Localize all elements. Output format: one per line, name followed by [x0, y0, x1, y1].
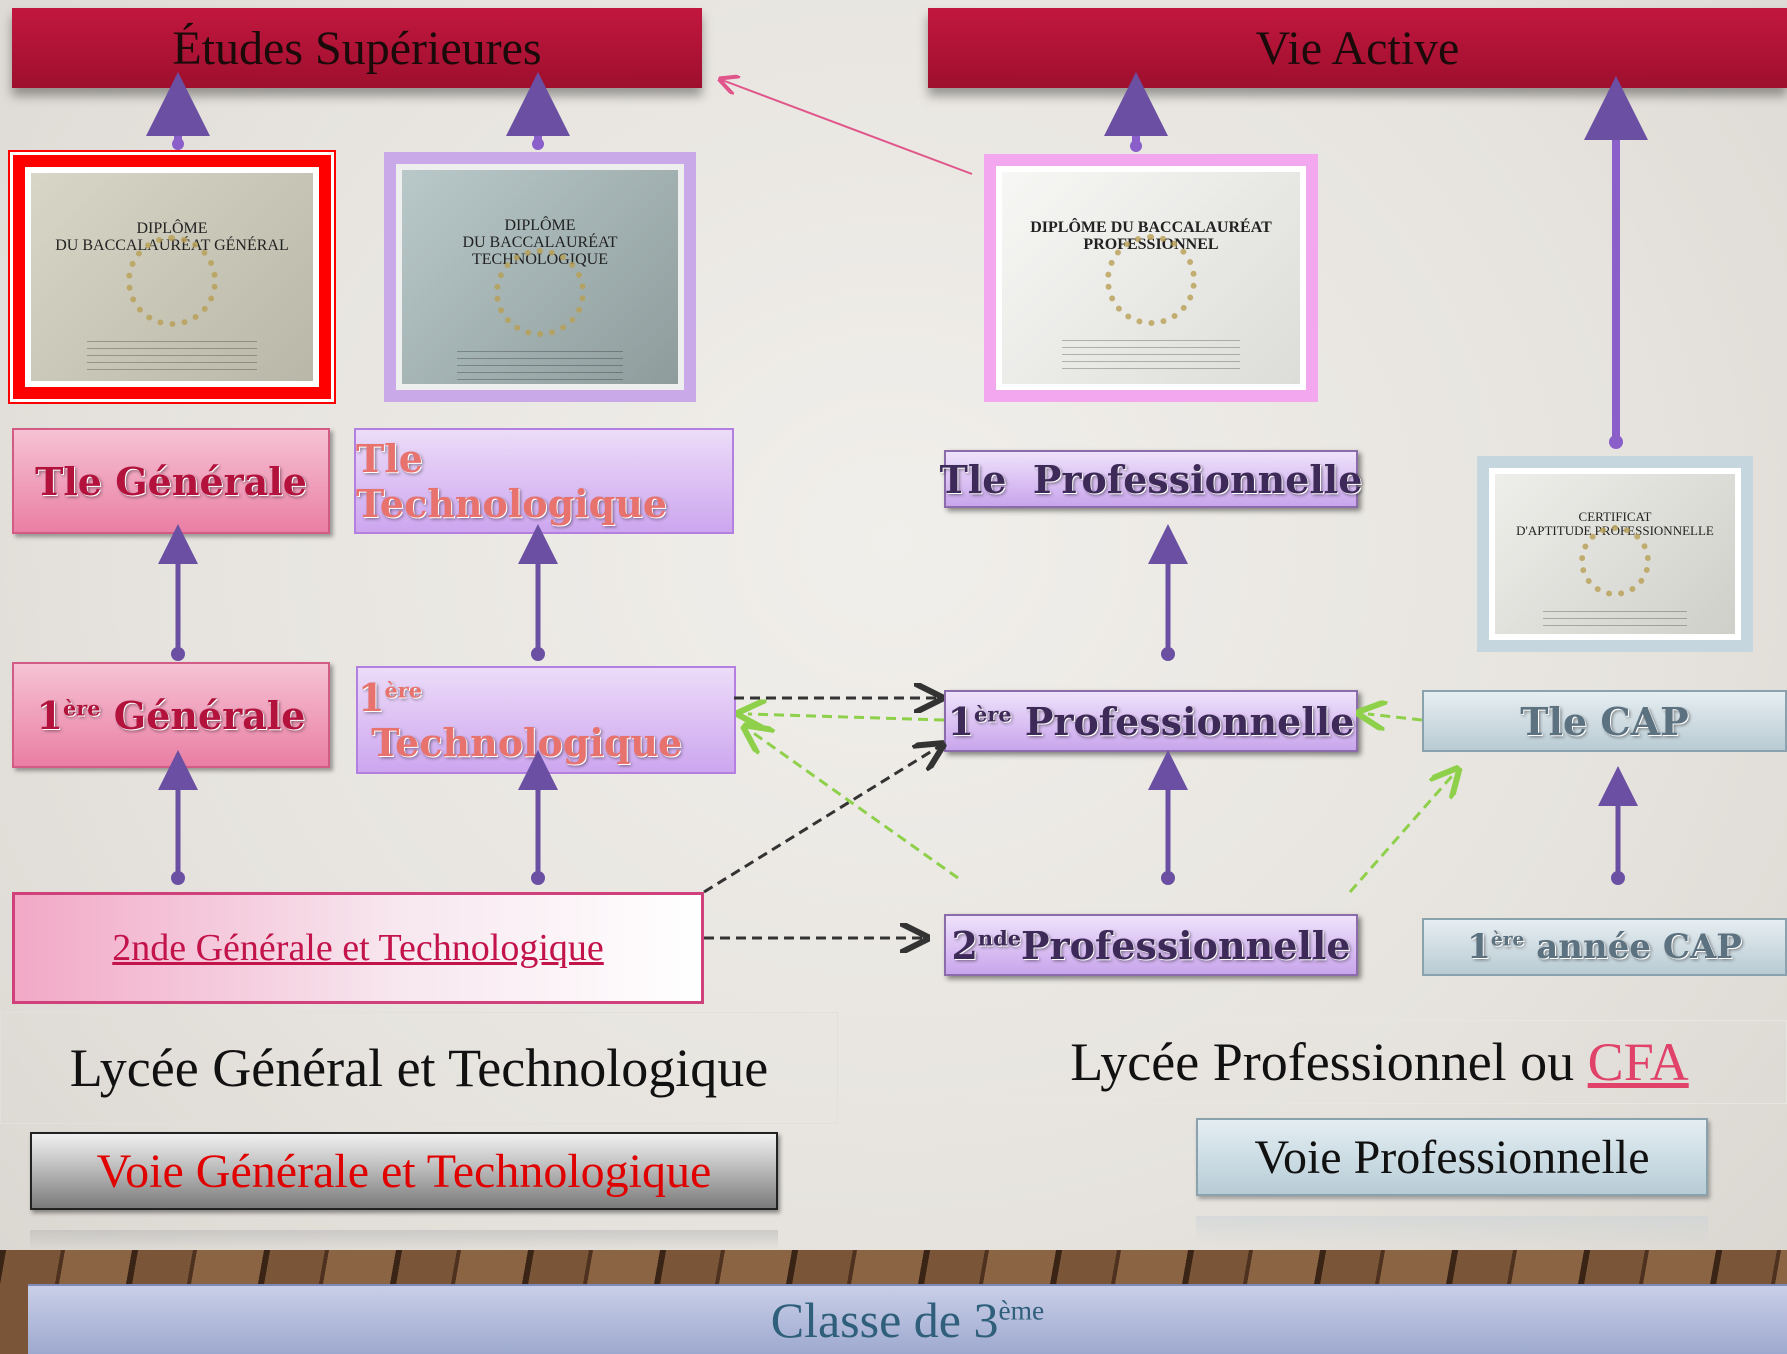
arrow-general-to-etudes: [146, 72, 210, 150]
diploma-text-lines: [1543, 605, 1687, 630]
arrow-seconde-to-premiere-pro: [1148, 750, 1188, 885]
seconde-pro-number: 2: [951, 922, 978, 968]
diploma-cap: CERTIFICAT D'APTITUDE PROFESSIONNELLE: [1477, 456, 1753, 652]
arrow-techno-to-etudes: [506, 72, 570, 150]
premiere-annee-cap-label: 1ère année CAP: [1467, 927, 1742, 967]
seconde-pro-text: Professionnelle: [1021, 922, 1351, 968]
arrow-premiere-to-tle-pro: [1148, 524, 1188, 661]
voie-professionnelle[interactable]: Voie Professionnelle: [1196, 1118, 1708, 1196]
banner-etudes-superieures: Études Supérieures: [12, 8, 702, 88]
voie-generale-technologique[interactable]: Voie Générale et Technologique: [30, 1132, 778, 1210]
premiere-generale-label: 1ère Générale: [37, 693, 306, 738]
box-tle-technologique: Tle Technologique: [354, 428, 734, 534]
box-tle-professionnelle: Tle Professionnelle: [940, 450, 1362, 508]
voie-pro-reflection: [1196, 1216, 1708, 1244]
diploma-text-lines: [457, 345, 623, 384]
cfa-link[interactable]: CFA: [1587, 1032, 1689, 1092]
banner-vie-active-label: Vie Active: [1255, 21, 1460, 75]
diploma-general-line1: DIPLÔME: [136, 220, 208, 237]
arrow-seconde-pro-to-premiere-techno: [752, 732, 959, 880]
wreath-icon: [494, 248, 586, 338]
tle-pro-label: Tle Professionnelle: [939, 456, 1363, 502]
premiere-annee-cap-text: année CAP: [1524, 927, 1742, 967]
box-tle-cap: Tle CAP: [1422, 690, 1787, 752]
seconde-pro-suffix: nde: [977, 924, 1022, 950]
seconde-pro-label: 2ndeProfessionnelle: [951, 923, 1350, 968]
box-seconde-generale-technologique[interactable]: 2nde Générale et Technologique: [12, 892, 704, 1004]
arrow-seconde-to-premiere-techno: [518, 750, 558, 885]
banner-etudes-label: Études Supérieures: [172, 21, 542, 75]
arrow-tle-cap-to-premiere-pro: [1368, 714, 1423, 720]
wreath-icon: [1105, 233, 1197, 326]
premiere-annee-cap-suffix: ère: [1490, 928, 1525, 951]
premiere-pro-number: 1: [947, 698, 975, 744]
wreath-icon: [1579, 525, 1651, 598]
voie-gt-reflection: [30, 1230, 778, 1250]
box-premiere-annee-cap: 1ère année CAP: [1422, 918, 1787, 976]
diploma-text-lines: [1061, 333, 1241, 374]
base-classe-3eme: Classe de 3ème: [28, 1284, 1787, 1354]
arrow-pro-to-etudes: [722, 80, 973, 175]
premiere-generale-number: 1: [36, 692, 63, 738]
premiere-pro-suffix: ère: [974, 700, 1012, 726]
arrow-seconde-pro-to-tle-cap: [1348, 776, 1452, 893]
box-seconde-professionnelle: 2ndeProfessionnelle: [944, 914, 1358, 976]
premiere-pro-text: Professionnelle: [1011, 698, 1355, 744]
arrow-seconde-to-premiere-generale: [158, 750, 198, 885]
base-label-suffix: ème: [998, 1294, 1045, 1326]
premiere-pro-label: 1ère Professionnelle: [948, 699, 1355, 744]
premiere-annee-cap-number: 1: [1467, 927, 1491, 967]
lycee-pro-text: Lycée Professionnel ou: [1070, 1032, 1588, 1092]
box-tle-generale: Tle Générale: [12, 428, 330, 534]
arrow-pro-to-vie-active: [1104, 72, 1168, 152]
diploma-text-lines: [87, 334, 257, 375]
label-lycee-general-technologique: Lycée Général et Technologique: [0, 1012, 838, 1124]
arrow-premiere-pro-to-premiere-techno: [748, 714, 945, 720]
arrow-seconde-gt-to-premiere-pro: [703, 746, 940, 894]
voie-gt-label: Voie Générale et Technologique: [96, 1144, 712, 1198]
arrow-cap-to-vie-active: [1584, 76, 1648, 449]
seconde-gt-link[interactable]: 2nde Générale et Technologique: [112, 927, 604, 969]
arrow-premiere-to-tle-techno: [518, 524, 558, 661]
diploma-cap-line1: CERTIFICAT: [1578, 509, 1652, 524]
diploma-bac-general: DIPLÔME DU BACCALAURÉAT GÉNÉRAL: [8, 150, 336, 404]
voie-pro-label: Voie Professionnelle: [1254, 1130, 1650, 1184]
tle-generale-label: Tle Générale: [35, 458, 307, 504]
box-premiere-professionnelle: 1ère Professionnelle: [944, 690, 1358, 752]
base-label: Classe de 3ème: [771, 1291, 1045, 1349]
tle-techno-label: Tle Technologique: [356, 436, 667, 526]
premiere-techno-number: 1: [358, 675, 385, 720]
wreath-icon: [126, 234, 218, 327]
tle-cap-label: Tle CAP: [1520, 698, 1689, 744]
diploma-techno-line1: DIPLÔME: [504, 217, 576, 234]
premiere-generale-suffix: ère: [62, 694, 101, 720]
premiere-techno-suffix: ère: [384, 677, 423, 703]
premiere-generale-text: Générale: [100, 692, 306, 738]
box-premiere-technologique: 1ère Technologique: [356, 666, 736, 774]
base-label-text: Classe de 3: [770, 1292, 999, 1348]
banner-vie-active: Vie Active: [928, 8, 1787, 88]
lycee-gt-text: Lycée Général et Technologique: [69, 1038, 769, 1098]
diploma-bac-technologique: DIPLÔME DU BACCALAURÉAT TECHNOLOGIQUE: [384, 152, 696, 402]
arrow-premiere-annee-cap-to-tle-cap: [1598, 766, 1638, 885]
label-lycee-professionnel: Lycée Professionnel ou CFA: [972, 1020, 1787, 1104]
arrow-premiere-to-tle-generale: [158, 524, 198, 661]
diploma-bac-professionnel: DIPLÔME DU BACCALAURÉAT PROFESSIONNEL: [984, 154, 1318, 402]
diploma-pro-line1: DIPLÔME DU BACCALAURÉAT: [1030, 219, 1272, 236]
